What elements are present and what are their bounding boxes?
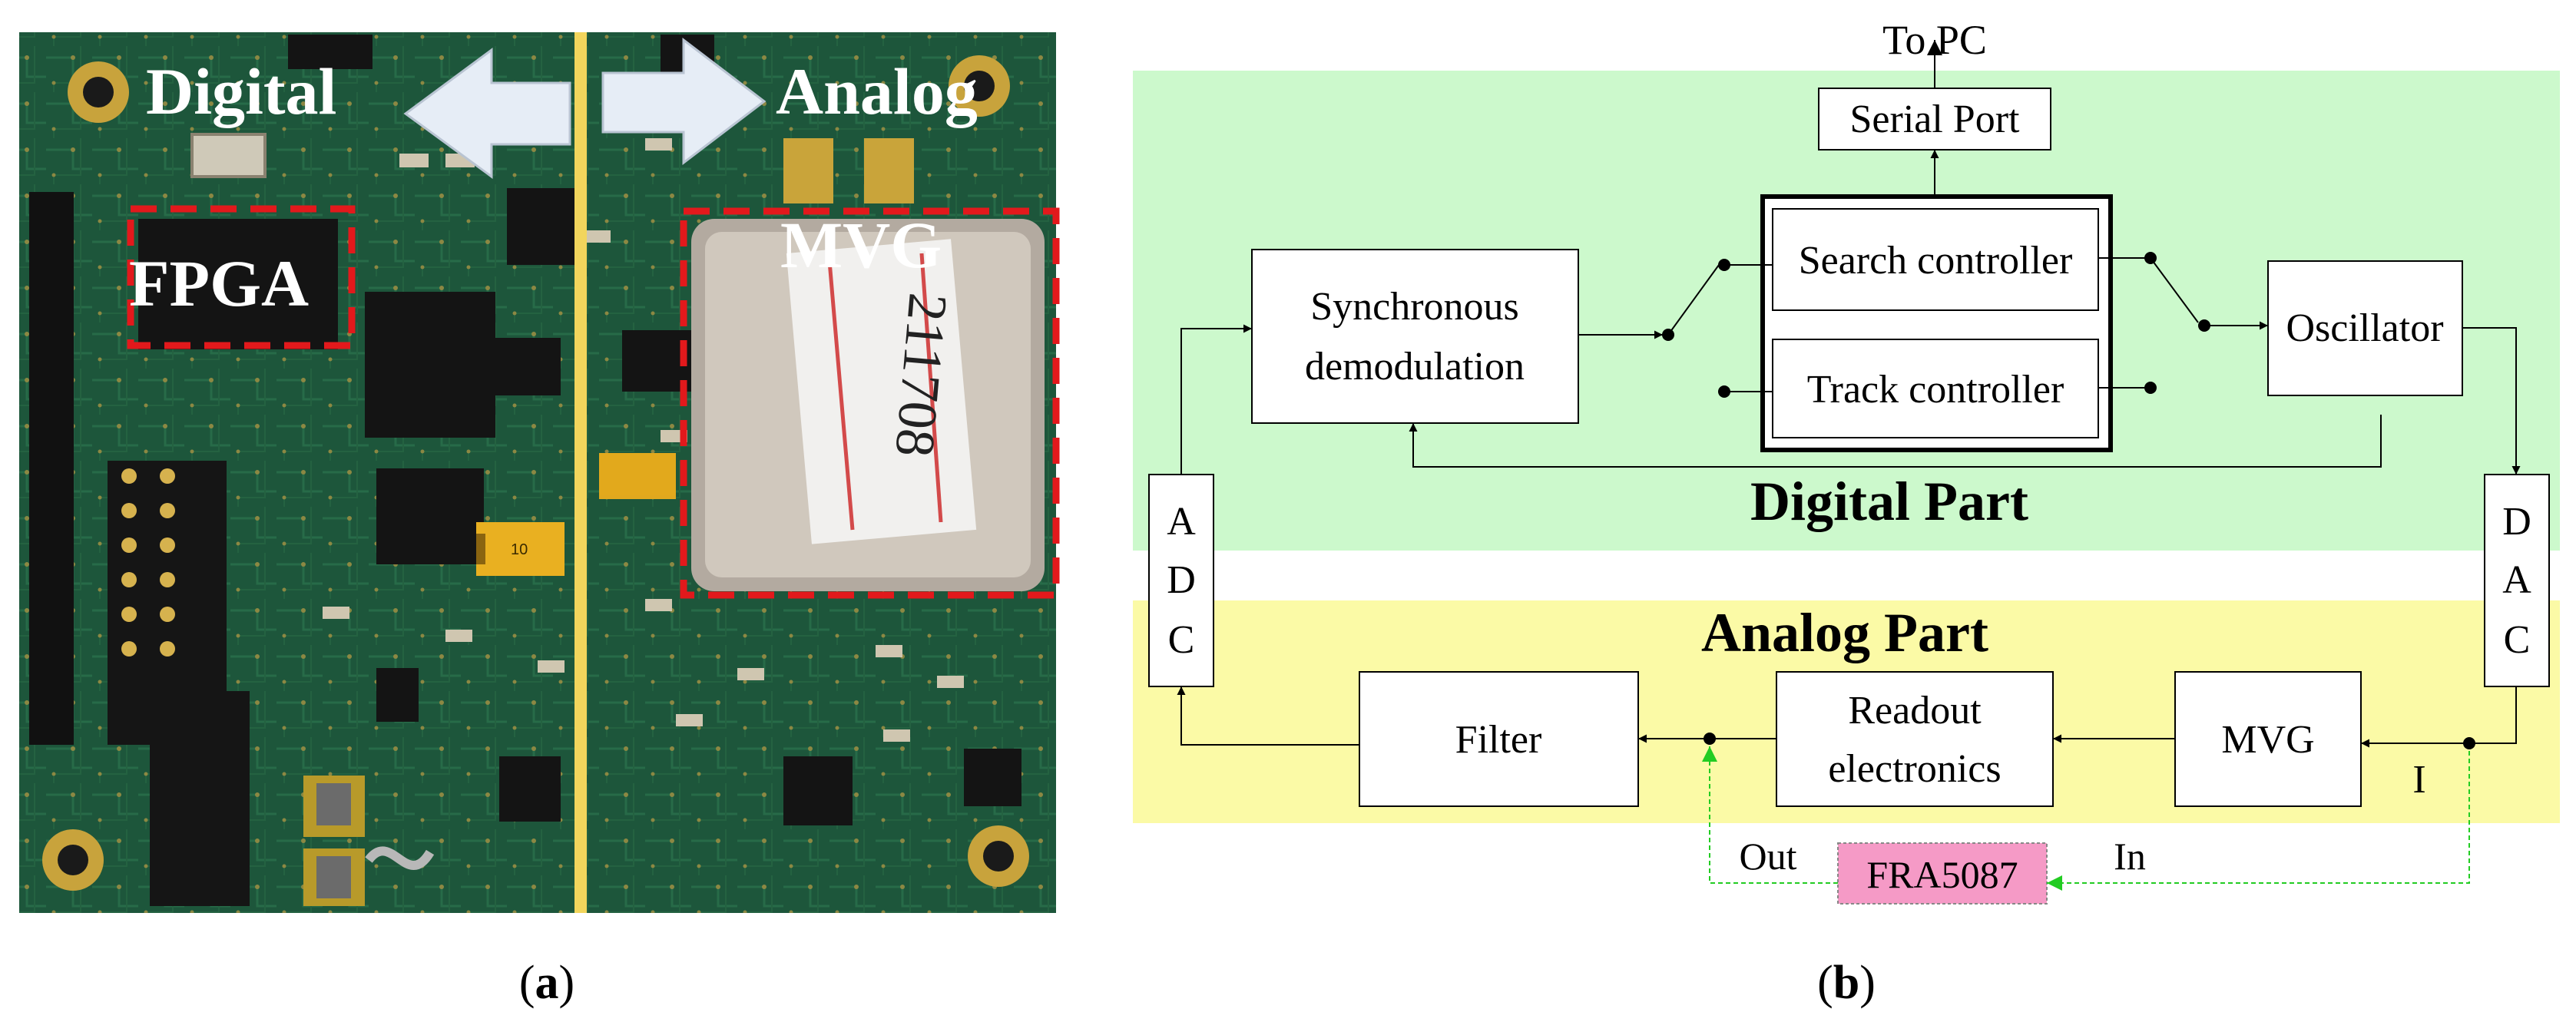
panel-b-diagram: To PC Serial Port Search controller Trac… [1133,17,2560,905]
fra-test-lines [1702,743,2470,891]
label-mvg: MVG [780,208,942,282]
oscillator-block [2267,260,2463,396]
to-pc-label: To PC [1882,17,1987,63]
tantalum-capacitor [476,522,565,576]
header-pins-left [29,192,250,906]
label-analog: Analog [776,55,978,128]
current-label: I [2412,758,2425,802]
mvg-block-label: MVG [2221,718,2314,762]
capacitor-marking: 10 [511,541,528,558]
caption-a: (a) [519,957,574,1009]
mounting-holes [42,55,1029,891]
mvg-highlight-box [680,207,1060,599]
crystal [190,133,267,178]
label-fpga: FPGA [129,246,309,320]
adc-letter-c: C [1168,618,1195,662]
label-digital: Digital [146,55,336,128]
in-label: In [2114,835,2146,878]
sync-demod-block [1251,249,1579,424]
oscillator-label: Oscillator [2286,306,2443,350]
fra5087-label: FRA5087 [1866,853,2018,896]
signal-lines [1177,40,2521,748]
analog-part-title: Analog Part [1701,602,1988,663]
dac-letter-d: D [2502,500,2531,544]
fra5087-block [1837,842,2048,905]
dac-letter-c: C [2504,618,2531,662]
mvg-sticker-text: 211708 [883,291,959,459]
adc-block [1148,474,1214,687]
adc-letter-d: D [1167,558,1196,602]
out-label: Out [1740,835,1797,878]
search-controller-block [1772,208,2099,311]
digital-arrow-icon [403,48,571,179]
adc-letter-a: A [1167,500,1196,544]
panel-a-photo: 10 211708 [19,32,1060,913]
fpga-highlight-box [127,205,356,349]
mvg-can: 211708 [691,219,1045,591]
sync-demod-label-line1: Synchronous [1310,285,1519,329]
track-controller-block [1772,339,2099,438]
filter-block [1359,671,1639,807]
analog-arrow-icon [601,37,767,166]
fpga-chip [138,219,338,349]
ic-chips [138,35,1021,825]
readout-label-line1: Readout [1848,689,1982,733]
switch-nodes [1662,252,2475,749]
digital-part-title: Digital Part [1750,471,2028,532]
mvg-block [2174,671,2362,807]
serial-port-label: Serial Port [1850,98,2021,141]
filter-label: Filter [1455,718,1542,762]
readout-label-line2: electronics [1828,747,2001,791]
digital-analog-divider [574,32,587,913]
sync-demod-label-line2: demodulation [1305,345,1525,389]
track-controller-label: Track controller [1807,368,2064,412]
caption-b: (b) [1817,957,1876,1009]
gold-vias [121,468,175,657]
dac-letter-a: A [2502,558,2531,602]
search-controller-label: Search controller [1799,239,2073,283]
